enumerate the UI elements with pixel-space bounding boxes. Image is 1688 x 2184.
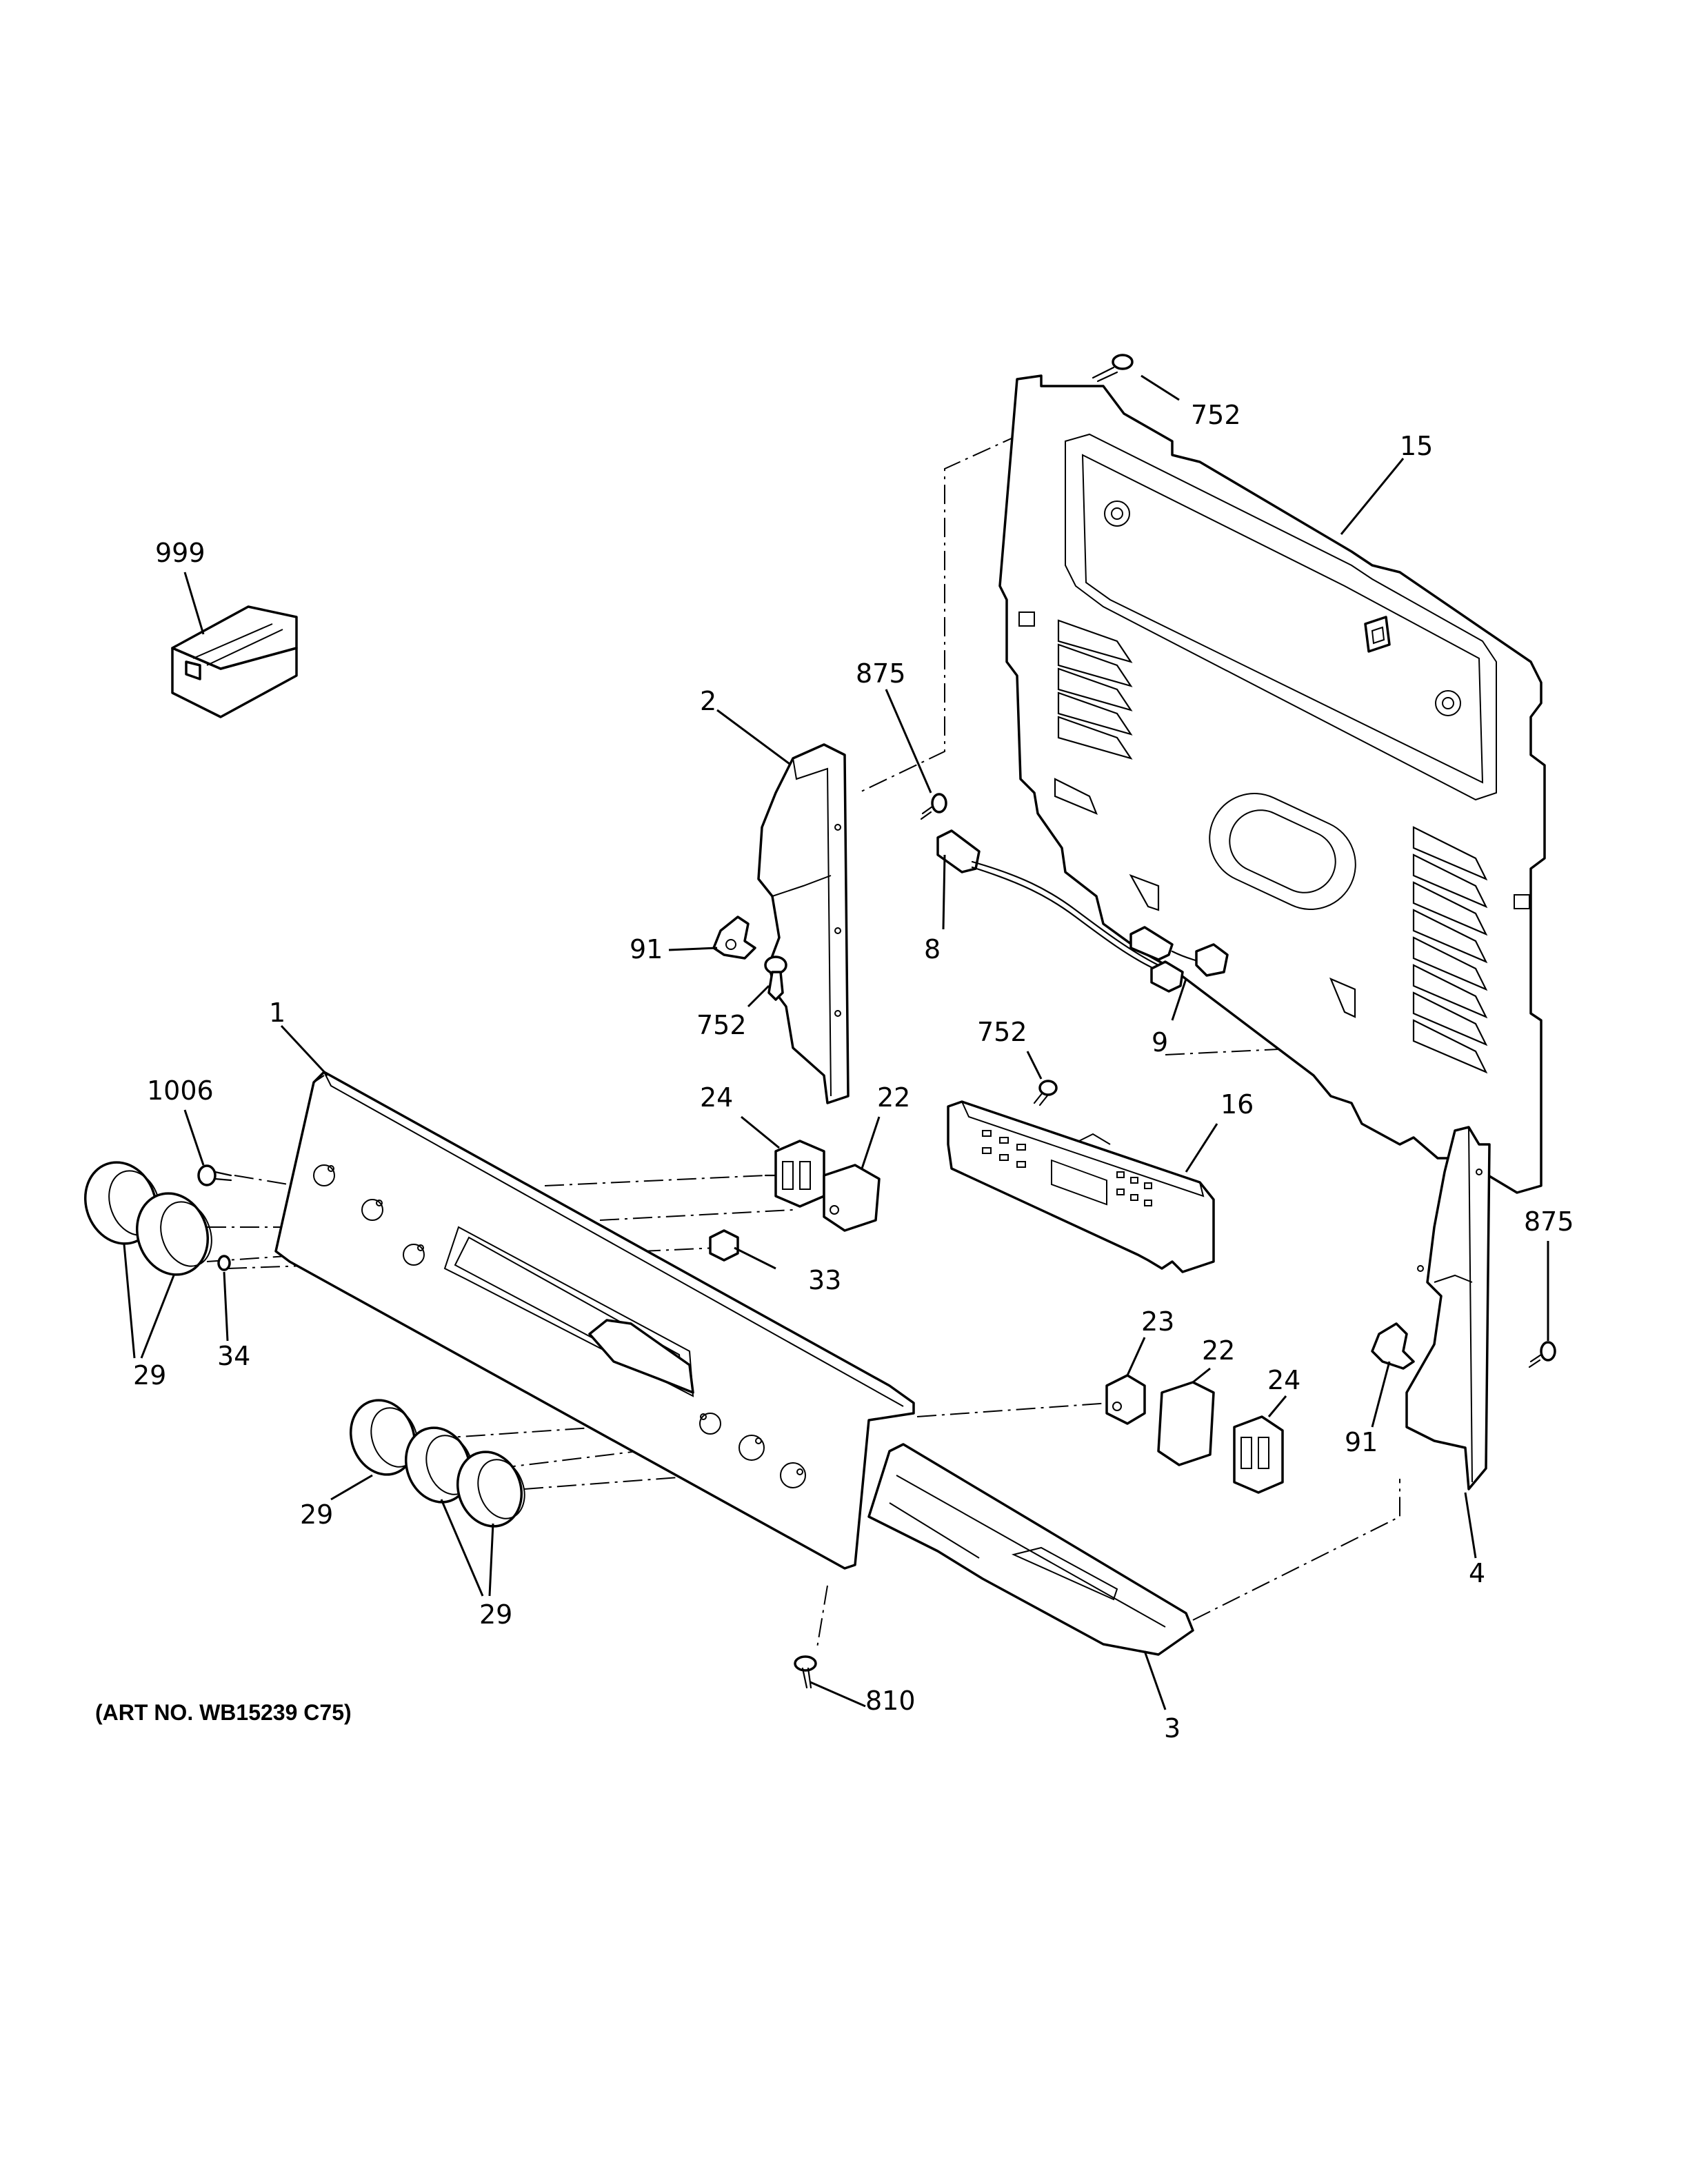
part-999-box: [171, 605, 298, 718]
callout-810: 810: [865, 1686, 916, 1716]
panel-dial-marks: [313, 1164, 806, 1488]
callout-999: 999: [155, 538, 205, 568]
callout-752-top: 752: [1191, 400, 1241, 430]
callout-16: 16: [1220, 1089, 1254, 1120]
callout-91-right: 91: [1345, 1427, 1378, 1457]
callout-752-control: 752: [977, 1017, 1027, 1047]
callout-752-left: 752: [696, 1010, 747, 1040]
screw-752-control: [1033, 1080, 1058, 1106]
callout-24-right: 24: [1267, 1365, 1300, 1395]
louvers-left: [1057, 619, 1133, 760]
leader-lines: [123, 374, 1549, 1710]
part-1-control-panel: [274, 1071, 915, 1570]
part-34-spacer: [217, 1255, 231, 1271]
part-91-left-hinge: [712, 916, 756, 960]
callout-29-middle: 29: [300, 1499, 333, 1530]
part-22-switch-right: [1157, 1381, 1215, 1466]
callout-22-right: 22: [1202, 1335, 1235, 1366]
control-board-keys: [982, 1130, 1152, 1206]
callout-1006: 1006: [147, 1075, 214, 1106]
callout-8: 8: [924, 934, 941, 964]
callout-875-left: 875: [856, 658, 906, 689]
part-15-back-panel: [998, 374, 1546, 1194]
callout-24-left: 24: [700, 1082, 733, 1113]
callout-9: 9: [1152, 1027, 1168, 1058]
part-2-left-bracket: [757, 743, 850, 1104]
callout-29-left: 29: [133, 1360, 166, 1391]
callout-4: 4: [1469, 1558, 1485, 1588]
part-24-switch-right: [1233, 1415, 1284, 1494]
screw-752-top: [1092, 354, 1134, 383]
callout-34: 34: [217, 1341, 250, 1371]
part-3-trim: [867, 1443, 1194, 1656]
screw-810: [794, 1655, 817, 1689]
part-24-switch-left: [764, 1140, 825, 1208]
knob-29-3: [349, 1399, 419, 1476]
part-4-right-bracket: [1405, 1126, 1491, 1490]
callout-3: 3: [1164, 1713, 1180, 1743]
part-91-right-hinge: [1371, 1322, 1415, 1370]
callout-23: 23: [1141, 1306, 1174, 1337]
callout-1: 1: [269, 998, 285, 1028]
part-22-switch-left: [823, 1164, 881, 1232]
callout-2: 2: [700, 686, 716, 716]
callout-91-left: 91: [630, 934, 663, 964]
screw-1006: [197, 1164, 232, 1186]
part-33-light-switch: [709, 1229, 739, 1262]
screw-875-left: [920, 793, 947, 820]
part-16-control-board: [947, 1100, 1215, 1273]
knob-29-5: [456, 1450, 525, 1528]
screw-875-right: [1528, 1341, 1556, 1368]
callout-labels: 999 752 15 875 2 91 752 8 752 9 1 1006 2…: [133, 400, 1574, 1743]
callout-22-left: 22: [877, 1082, 910, 1113]
louvers-right: [1412, 826, 1488, 1074]
callout-875-right: 875: [1524, 1206, 1574, 1237]
callout-33: 33: [808, 1265, 841, 1295]
part-8-9-wire-harness: [936, 829, 1229, 993]
part-23-switch-right: [1105, 1374, 1146, 1425]
callout-29-bottom: 29: [479, 1599, 512, 1630]
knob-29-2: [135, 1192, 212, 1276]
screw-752-left: [764, 956, 787, 1001]
art-number: (ART NO. WB15239 C75): [95, 1700, 352, 1725]
callout-15: 15: [1400, 431, 1433, 461]
